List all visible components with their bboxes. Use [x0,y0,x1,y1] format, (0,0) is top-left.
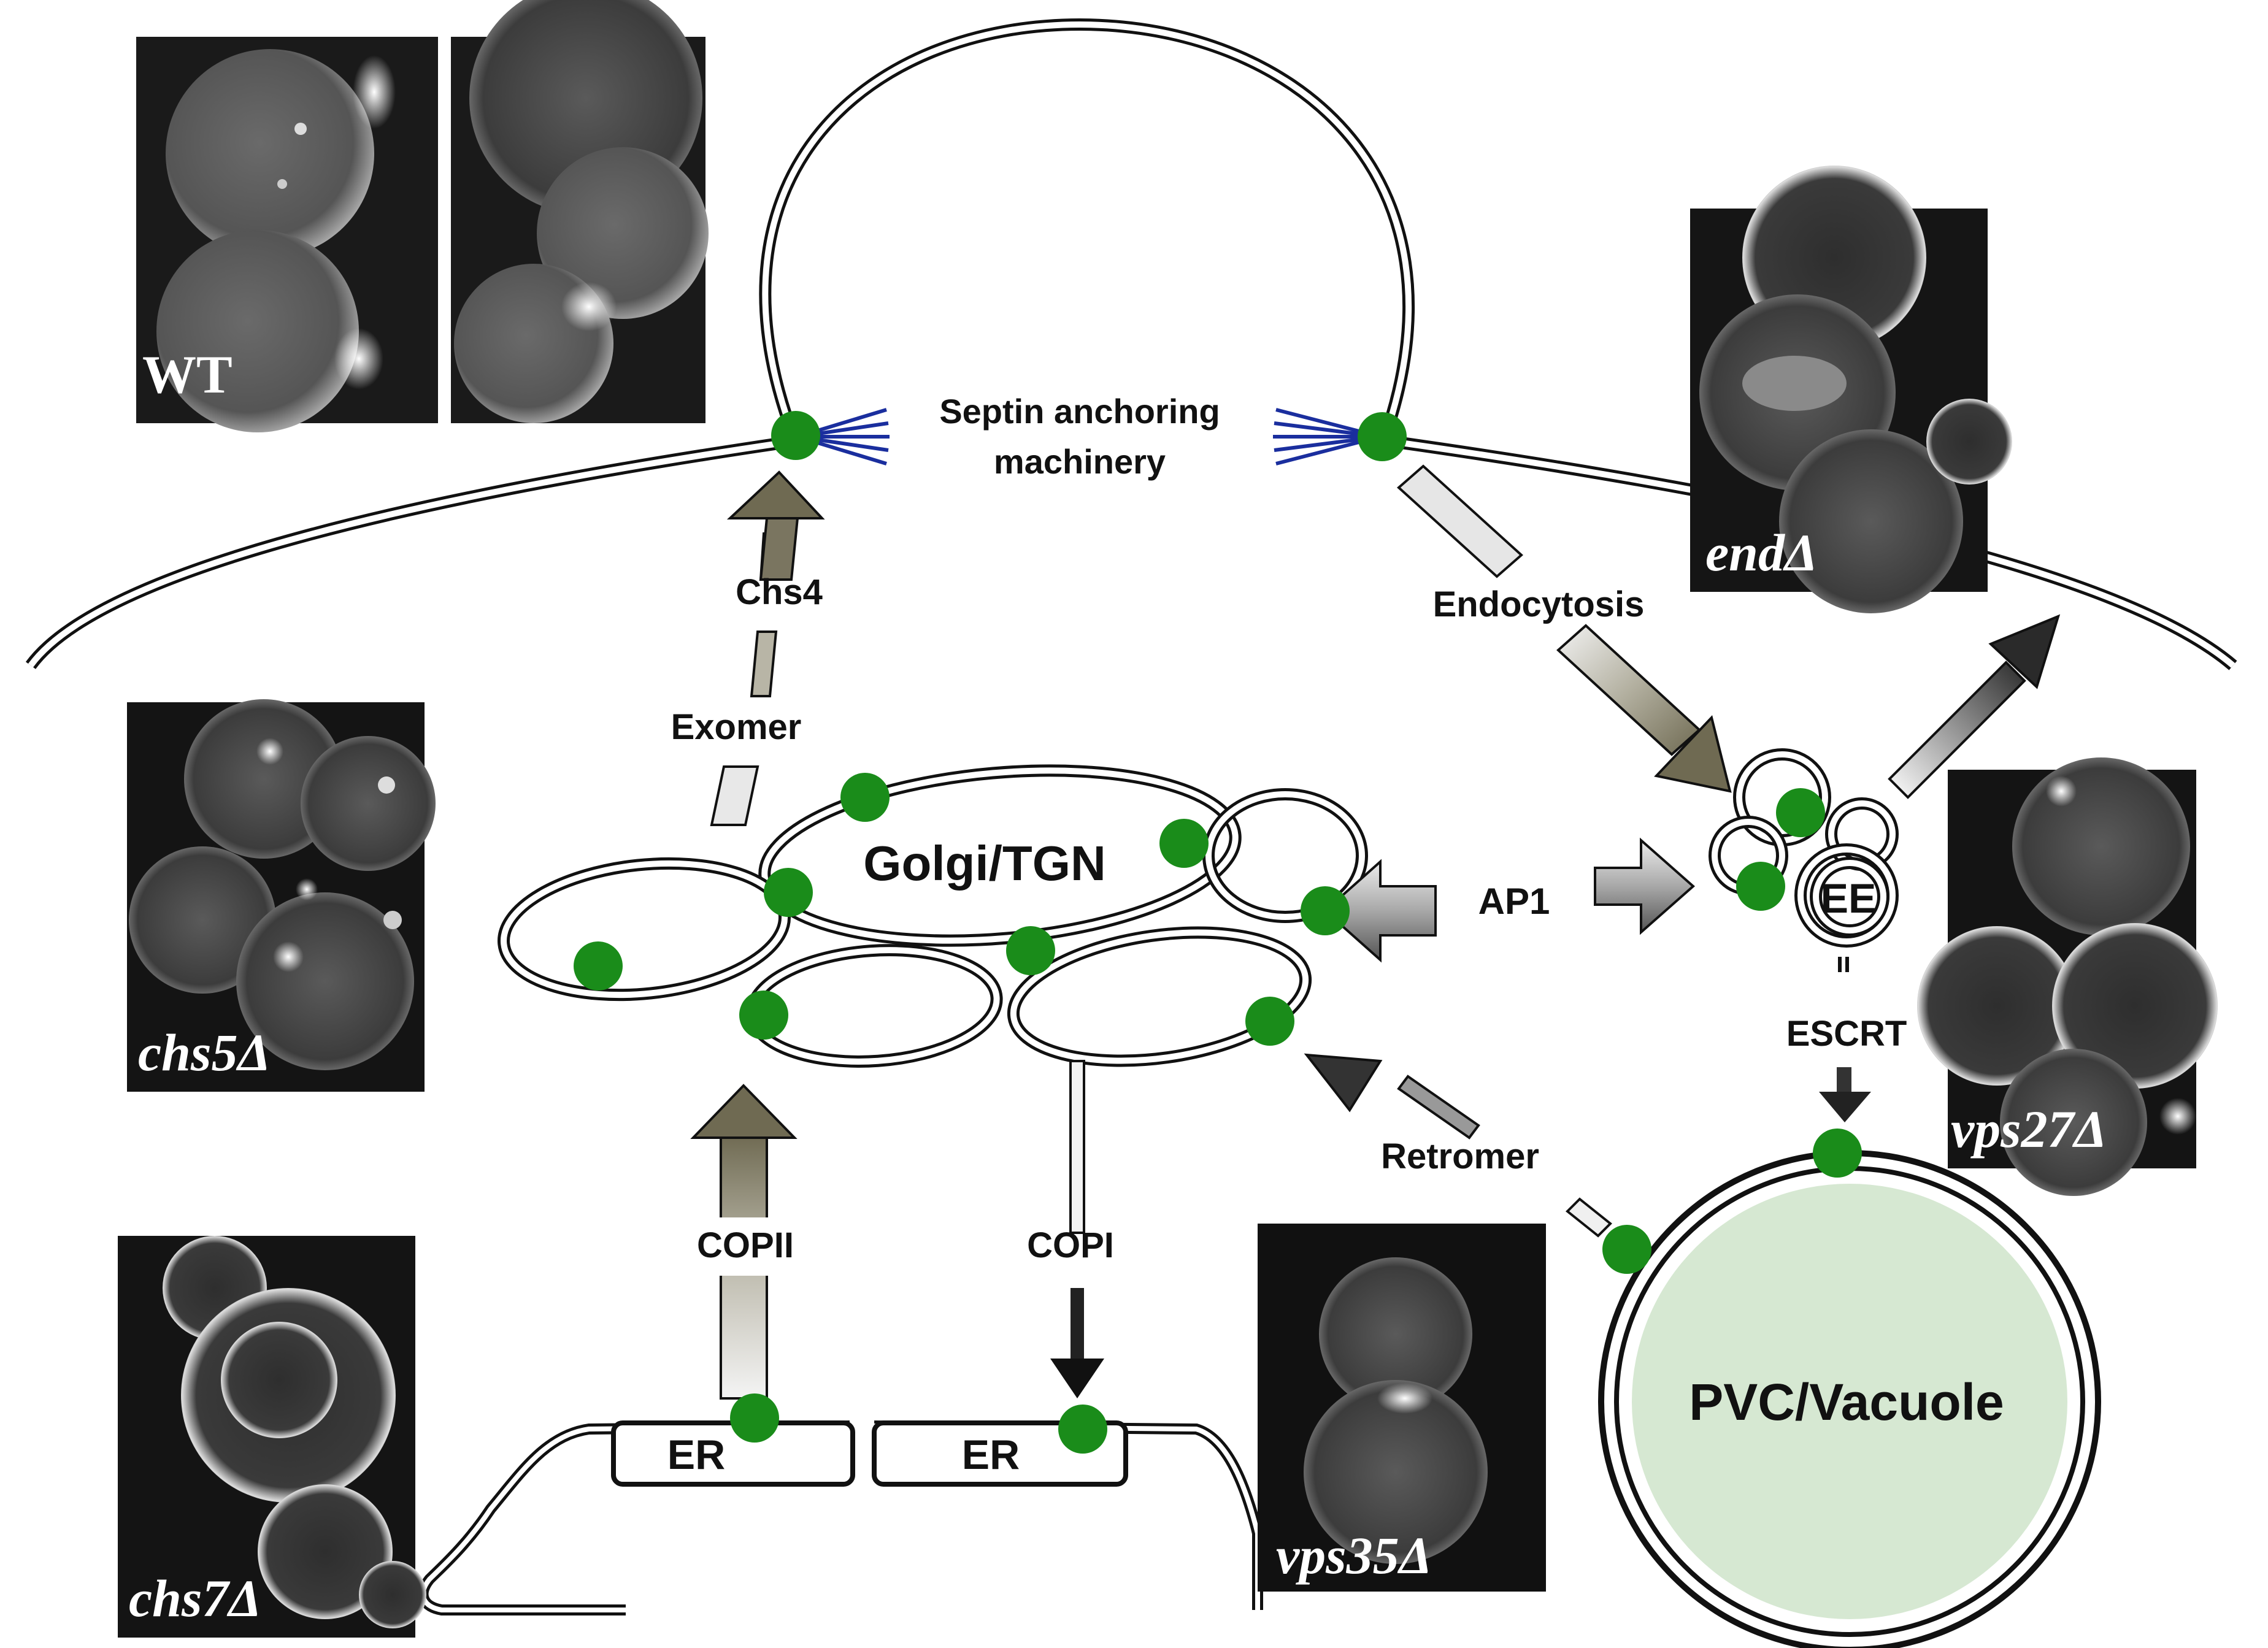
marker-vacuole-1 [1813,1129,1862,1178]
marker-golgi-4 [1159,819,1209,868]
endocytosis-label: Endocytosis [1433,584,1645,624]
micrograph-chs5: chs5Δ [127,699,436,1092]
exomer-arrow [710,470,825,826]
marker-golgi-6 [1006,926,1055,975]
micrograph-wt: WT [136,37,438,432]
micrograph-vps27: vps27Δ [1917,757,2218,1196]
ap1-label: AP1 [1478,881,1550,922]
marker-ee-2 [1736,862,1785,911]
label-wt: WT [142,345,233,405]
marker-septin-right [1358,412,1407,461]
label-chs5: chs5Δ [138,1023,271,1082]
micrograph-vps35: vps35Δ [1258,1224,1546,1592]
golgi-label: Golgi/TGN [863,836,1106,891]
pvc-vacuole [1598,1150,2101,1648]
micrograph-chs7: chs7Δ [118,1236,426,1638]
ee-label: EE [1821,875,1877,922]
label-chs7: chs7Δ [129,1569,261,1628]
escrt-arrow [1819,957,1871,1122]
label-end: endΔ [1705,523,1818,582]
label-vps27: vps27Δ [1951,1100,2107,1159]
marker-golgi-5 [1301,886,1350,935]
marker-er-1 [730,1393,779,1443]
copii-label-bg [687,1217,804,1276]
ee-exit-arrow [1888,614,2061,799]
er-right [872,1420,1263,1610]
er-left [417,1420,855,1615]
marker-golgi-3 [574,941,623,991]
exomer-label: Exomer [671,707,802,747]
marker-er-2 [1058,1405,1107,1454]
marker-golgi-8 [1245,997,1294,1046]
retromer-arrow [1304,1053,1612,1238]
pvc-label: PVC/Vacuole [1689,1373,2004,1431]
er-label-left: ER [667,1431,725,1478]
micrograph-end: endΔ [1690,166,2012,613]
golgi-cisternae [497,764,1368,1068]
septin-label-line2: machinery [994,442,1166,481]
escrt-label: ESCRT [1786,1014,1907,1054]
marker-ee-1 [1776,788,1825,837]
copi-label: COPI [1027,1225,1114,1265]
endocytosis-arrow [1396,464,1732,793]
micrograph-wt-second [451,0,709,423]
marker-golgi-2 [764,868,813,917]
ap1-arrow-left [1323,859,1437,963]
bud-membrane [759,18,1415,444]
marker-golgi-1 [840,773,890,822]
marker-septin-left [771,411,820,460]
retromer-label: Retromer [1381,1136,1539,1176]
copi-arrow [1050,1060,1104,1398]
ap1-arrow-right [1594,837,1696,935]
chs4-label: Chs4 [736,572,823,612]
label-vps35: vps35Δ [1276,1526,1432,1585]
marker-golgi-7 [739,991,788,1040]
er-label-right: ER [962,1431,1020,1478]
septin-label-line1: Septin anchoring [939,392,1220,431]
cargo-markers [574,411,1862,1454]
marker-vacuole-2 [1602,1225,1651,1274]
copii-label: COPII [697,1225,794,1265]
